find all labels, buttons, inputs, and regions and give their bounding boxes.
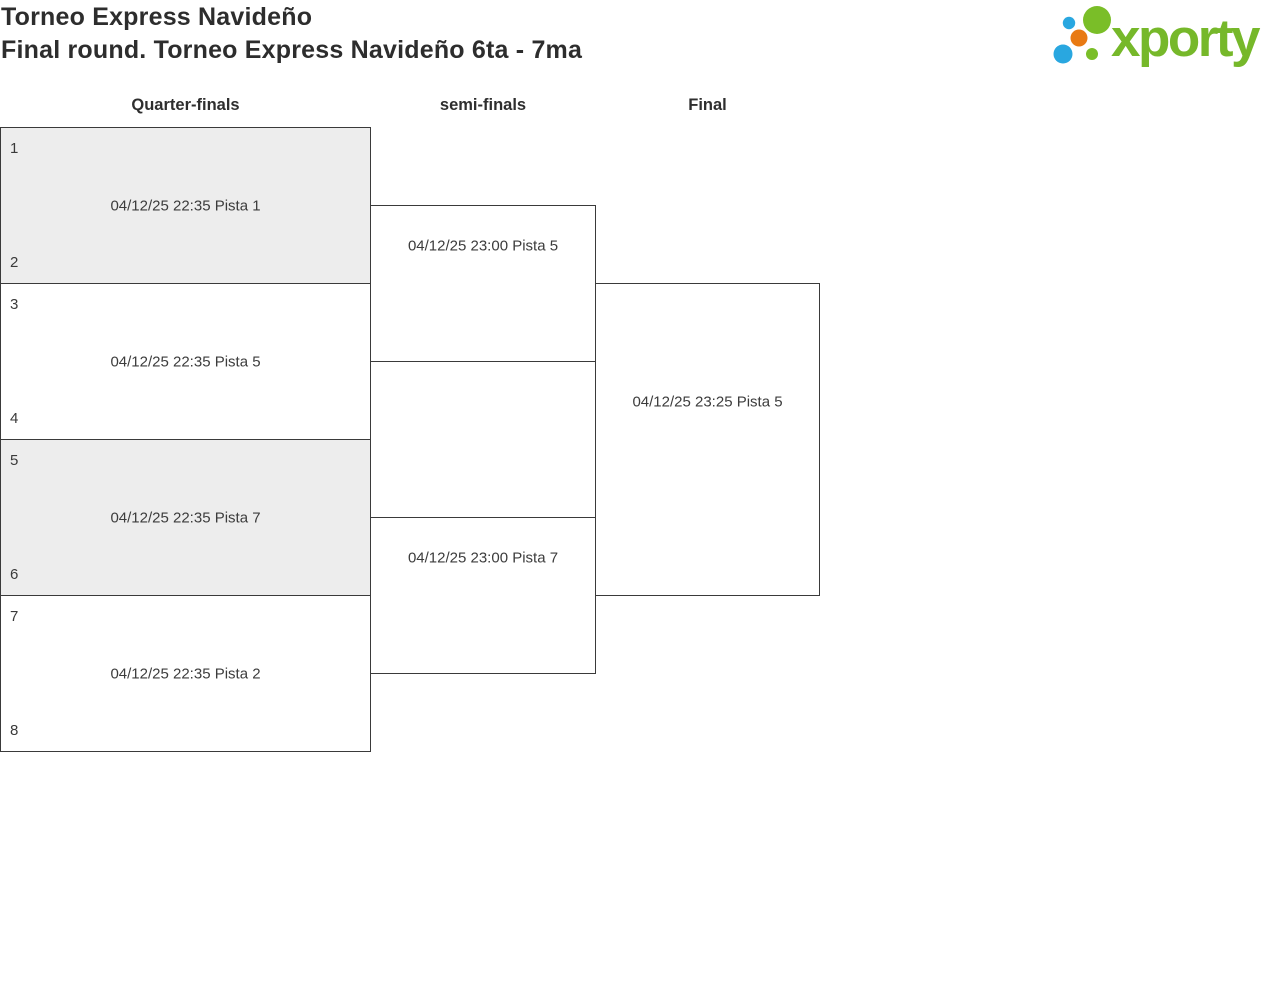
match-quarter-final-1[interactable]: 1 04/12/25 22:35 Pista 1 2 <box>0 127 371 284</box>
seed-number: 7 <box>10 608 19 625</box>
xporty-logo[interactable]: xporty <box>1048 0 1280 72</box>
round-subtitle: Final round. Torneo Express Navideño 6ta… <box>1 36 583 64</box>
match-schedule: 04/12/25 22:35 Pista 1 <box>110 197 261 215</box>
match-schedule: 04/12/25 22:35 Pista 5 <box>110 353 261 371</box>
round-header-final: Final <box>688 96 727 114</box>
match-semi-final-1[interactable]: 04/12/25 23:00 Pista 5 <box>370 205 596 362</box>
match-schedule: 04/12/25 23:25 Pista 5 <box>632 393 783 411</box>
match-quarter-final-4[interactable]: 7 04/12/25 22:35 Pista 2 8 <box>0 595 371 752</box>
seed-number: 1 <box>10 140 19 157</box>
match-quarter-final-3[interactable]: 5 04/12/25 22:35 Pista 7 6 <box>0 439 371 596</box>
logo-text: xporty <box>1111 9 1261 68</box>
seed-number: 4 <box>10 410 19 427</box>
match-quarter-final-2[interactable]: 3 04/12/25 22:35 Pista 5 4 <box>0 283 371 440</box>
tournament-title: Torneo Express Navideño <box>1 3 313 31</box>
seed-number: 6 <box>10 566 19 583</box>
seed-number: 8 <box>10 722 19 739</box>
seed-number: 3 <box>10 296 19 313</box>
match-schedule: 04/12/25 23:00 Pista 5 <box>407 237 559 255</box>
match-schedule: 04/12/25 22:35 Pista 2 <box>110 665 261 683</box>
match-schedule: 04/12/25 23:00 Pista 7 <box>407 549 559 567</box>
round-header-quarter-finals: Quarter-finals <box>131 96 240 114</box>
logo-dots-icon <box>1053 6 1111 64</box>
round-header-semi-finals: semi-finals <box>439 96 527 114</box>
match-semi-final-2[interactable]: 04/12/25 23:00 Pista 7 <box>370 517 596 674</box>
match-schedule: 04/12/25 22:35 Pista 7 <box>110 509 261 527</box>
seed-number: 2 <box>10 254 19 271</box>
match-final[interactable]: 04/12/25 23:25 Pista 5 <box>595 283 820 596</box>
seed-number: 5 <box>10 452 19 469</box>
